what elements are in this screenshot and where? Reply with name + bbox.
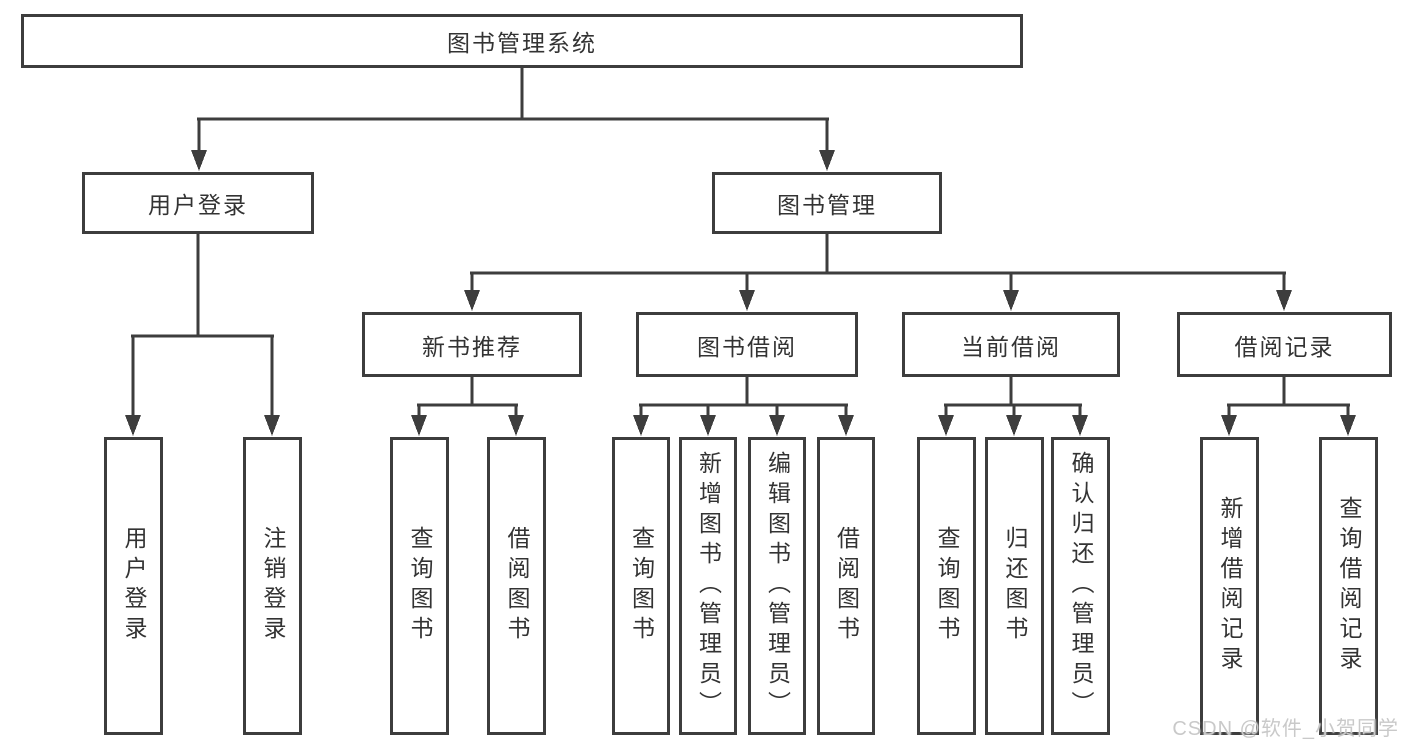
node-current-borrowing: 当前借阅 xyxy=(902,312,1120,377)
node-leaf-add-books-admin: 新增图书（管理员） xyxy=(679,437,737,735)
node-leaf-borrow-books-2: 借阅图书 xyxy=(817,437,875,735)
node-leaf-query-borrow-record: 查询借阅记录 xyxy=(1319,437,1378,735)
node-leaf-add-borrow-record: 新增借阅记录 xyxy=(1200,437,1259,735)
node-leaf-return-books: 归还图书 xyxy=(985,437,1044,735)
node-leaf-query-books-3: 查询图书 xyxy=(917,437,976,735)
node-user-login-group: 用户登录 xyxy=(82,172,314,234)
node-borrowing-records: 借阅记录 xyxy=(1177,312,1392,377)
node-library-management-system: 图书管理系统 xyxy=(21,14,1023,68)
node-leaf-confirm-return-admin: 确认归还（管理员） xyxy=(1051,437,1110,735)
node-leaf-borrow-books-1: 借阅图书 xyxy=(487,437,546,735)
node-book-borrowing: 图书借阅 xyxy=(636,312,858,377)
node-leaf-logout: 注销登录 xyxy=(243,437,302,735)
node-leaf-user-login: 用户登录 xyxy=(104,437,163,735)
node-leaf-edit-books-admin: 编辑图书（管理员） xyxy=(748,437,806,735)
node-book-management: 图书管理 xyxy=(712,172,942,234)
node-new-book-recommend: 新书推荐 xyxy=(362,312,582,377)
watermark-text: CSDN @软件_小贺同学 xyxy=(1172,718,1399,740)
node-leaf-query-books-1: 查询图书 xyxy=(390,437,449,735)
node-leaf-query-books-2: 查询图书 xyxy=(612,437,670,735)
